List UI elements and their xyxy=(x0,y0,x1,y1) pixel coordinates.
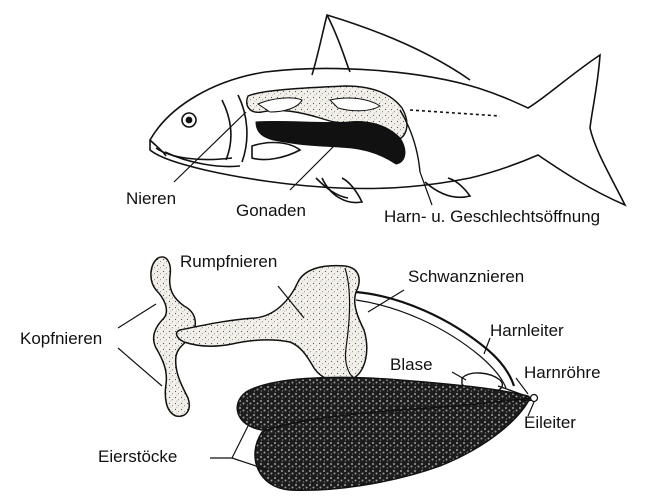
label-harnroehre: Harnröhre xyxy=(524,364,601,381)
label-gonaden: Gonaden xyxy=(236,202,306,219)
label-harn-geschlechtsoeffnung: Harn- u. Geschlechtsöffnung xyxy=(384,208,600,225)
label-eierstoecke: Eierstöcke xyxy=(98,448,177,465)
label-eileiter: Eileiter xyxy=(524,414,576,431)
label-kopfnieren: Kopfnieren xyxy=(20,330,102,347)
label-blase: Blase xyxy=(390,356,433,373)
label-rumpfnieren: Rumpfnieren xyxy=(180,253,277,270)
label-schwanznieren: Schwanznieren xyxy=(408,268,524,285)
trunk-kidney xyxy=(177,266,367,382)
label-harnleiter: Harnleiter xyxy=(490,322,564,339)
label-nieren: Nieren xyxy=(126,190,176,207)
